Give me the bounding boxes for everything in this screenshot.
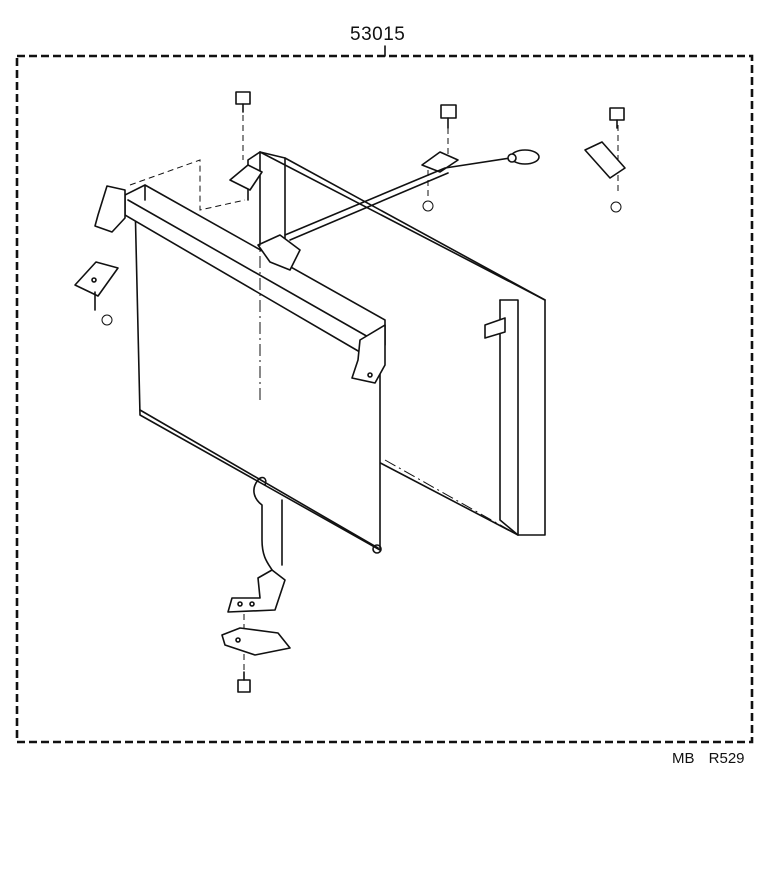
center-hook	[257, 234, 301, 271]
radiator-core	[247, 151, 546, 536]
left-bracket	[74, 185, 126, 326]
assembly-frame	[15, 45, 754, 744]
diagram-code-label: MB R529	[672, 750, 745, 767]
lower-cord	[253, 476, 283, 576]
bolt-top-center	[421, 104, 459, 212]
right-bracket	[351, 324, 386, 384]
pull-cable	[284, 149, 540, 241]
bolt-bottom	[237, 671, 251, 693]
part-number-label: 53015	[350, 24, 406, 45]
bolt-top-right	[584, 107, 626, 213]
bolt-top-left	[229, 91, 263, 191]
lower-bracket	[221, 569, 291, 656]
